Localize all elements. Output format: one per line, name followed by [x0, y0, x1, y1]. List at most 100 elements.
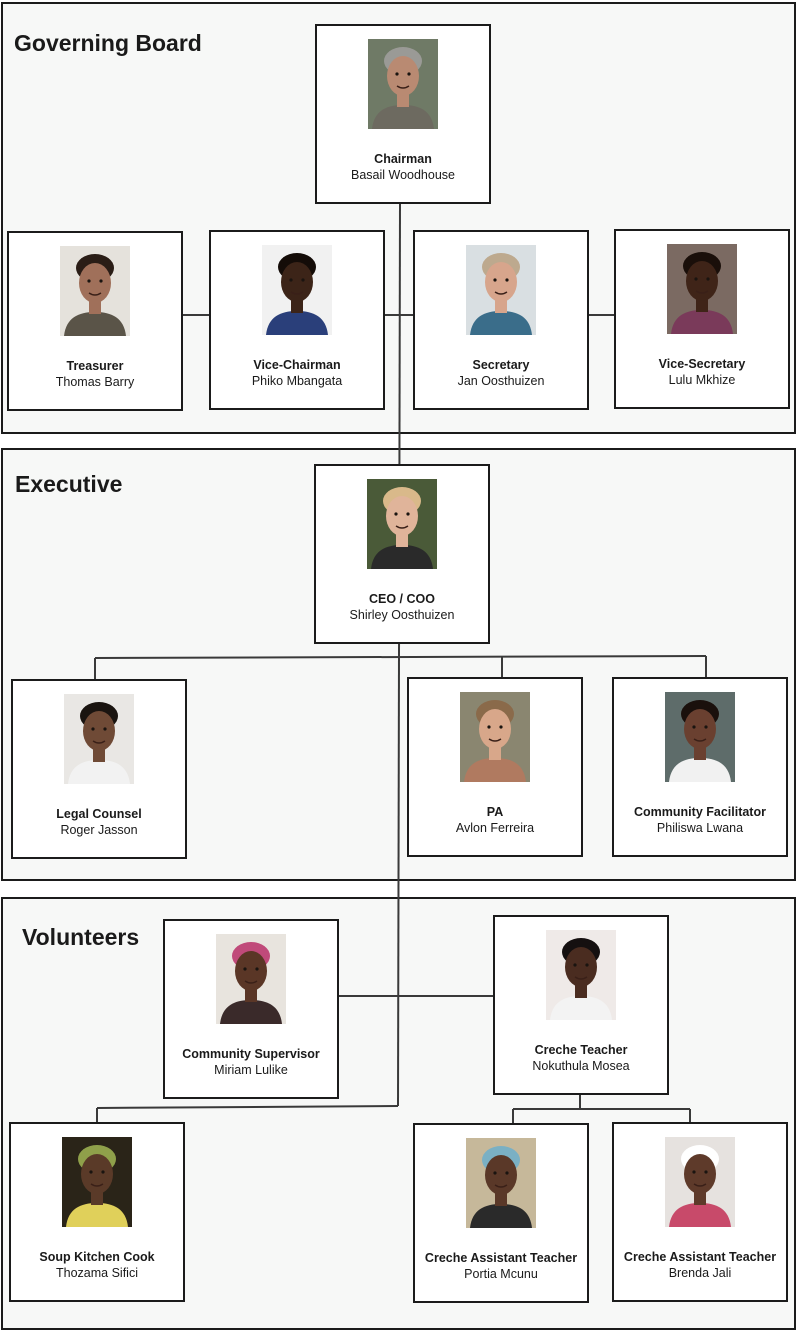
- photo-eye: [289, 278, 293, 282]
- photo-neck: [694, 746, 706, 760]
- photo-mouth: [92, 740, 106, 744]
- portrait-photo: [216, 934, 286, 1024]
- photo-face: [485, 262, 517, 302]
- member-role: Community Supervisor: [182, 1047, 320, 1061]
- member-role: Creche Assistant Teacher: [424, 1251, 578, 1265]
- photo-eye: [101, 1170, 105, 1174]
- photo-neck: [89, 300, 101, 314]
- member-role: Creche Assistant Teacher: [623, 1250, 777, 1264]
- photo-eye: [704, 725, 708, 729]
- photo-mouth: [396, 85, 410, 89]
- photo-eye: [103, 727, 107, 731]
- member-role: Creche Teacher: [534, 1043, 628, 1057]
- portrait-photo: [368, 39, 438, 129]
- member-role: Treasurer: [66, 359, 124, 373]
- photo-mouth: [88, 292, 102, 296]
- member-name: Nokuthula Mosea: [532, 1059, 630, 1073]
- photo-eye: [87, 279, 91, 283]
- photo-shoulders: [64, 312, 126, 336]
- member-name: Shirley Oosthuizen: [349, 608, 455, 622]
- member-name: Jan Oosthuizen: [457, 374, 545, 388]
- photo-neck: [291, 299, 303, 313]
- photo-face: [387, 56, 419, 96]
- photo-face: [79, 263, 111, 303]
- photo-eye: [692, 725, 696, 729]
- member-role: Legal Counsel: [56, 807, 142, 821]
- member-name: Basail Woodhouse: [350, 168, 455, 182]
- section-title: Governing Board: [14, 30, 202, 56]
- photo-eye: [694, 277, 698, 281]
- portrait-photo: [466, 245, 536, 335]
- photo-eye: [395, 72, 399, 76]
- portrait-photo: [64, 694, 134, 784]
- photo-shoulders: [68, 760, 130, 784]
- member-role: CEO / COO: [369, 592, 435, 606]
- photo-face: [684, 1154, 716, 1194]
- photo-face: [281, 262, 313, 302]
- member-name: Lulu Mkhize: [668, 373, 736, 387]
- photo-neck: [91, 1191, 103, 1205]
- photo-shoulders: [372, 105, 434, 129]
- photo-mouth: [693, 1183, 707, 1187]
- photo-eye: [493, 278, 497, 282]
- photo-shoulders: [266, 311, 328, 335]
- photo-eye: [493, 1171, 497, 1175]
- photo-neck: [495, 299, 507, 313]
- section-title: Volunteers: [22, 924, 140, 950]
- photo-face: [686, 261, 718, 301]
- photo-face: [565, 947, 597, 987]
- photo-face: [386, 496, 418, 536]
- portrait-photo: [62, 1137, 132, 1227]
- portrait-photo: [60, 246, 130, 336]
- card-ceo-coo[interactable]: CEO / COO Shirley Oosthuizen: [314, 464, 490, 644]
- member-role: Chairman: [374, 152, 432, 166]
- photo-shoulders: [669, 758, 731, 782]
- portrait-photo: [546, 930, 616, 1020]
- member-role: PA: [486, 805, 504, 819]
- photo-face: [83, 711, 115, 751]
- photo-mouth: [90, 1183, 104, 1187]
- portrait-photo: [460, 692, 530, 782]
- photo-mouth: [494, 1184, 508, 1188]
- photo-eye: [573, 963, 577, 967]
- member-name: Miriam Lulike: [214, 1063, 288, 1077]
- member-role: Vice-Chairman: [253, 358, 341, 372]
- photo-shoulders: [371, 545, 433, 569]
- portrait-photo: [262, 245, 332, 335]
- member-role: Soup Kitchen Cook: [39, 1250, 155, 1264]
- member-role: Secretary: [472, 358, 530, 372]
- photo-shoulders: [220, 1000, 282, 1024]
- photo-eye: [499, 725, 503, 729]
- photo-eye: [407, 72, 411, 76]
- photo-shoulders: [470, 311, 532, 335]
- member-name: Roger Jasson: [60, 823, 138, 837]
- photo-neck: [575, 984, 587, 998]
- portrait-photo: [367, 479, 437, 569]
- member-name: Phiko Mbangata: [251, 374, 343, 388]
- photo-eye: [505, 278, 509, 282]
- member-name: Portia Mcunu: [464, 1267, 538, 1281]
- photo-mouth: [290, 291, 304, 295]
- photo-shoulders: [671, 310, 733, 334]
- photo-eye: [394, 512, 398, 516]
- photo-eye: [487, 725, 491, 729]
- photo-neck: [489, 746, 501, 760]
- photo-face: [485, 1155, 517, 1195]
- photo-shoulders: [470, 1204, 532, 1228]
- section-title: Executive: [15, 471, 123, 497]
- member-name: Thozama Sifici: [56, 1266, 138, 1280]
- photo-shoulders: [464, 758, 526, 782]
